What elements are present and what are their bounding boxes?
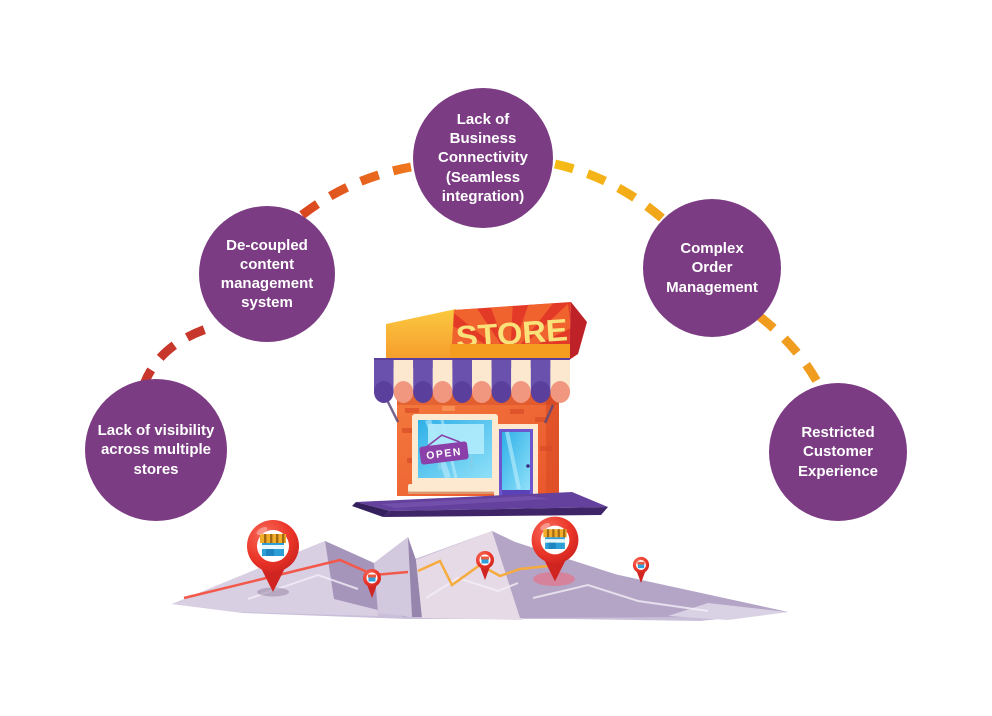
open-sign-text: OPEN bbox=[426, 446, 463, 462]
arc-segment-right-lower bbox=[756, 312, 826, 392]
challenge-circle-customer-experience: Restricted Customer Experience bbox=[769, 383, 907, 521]
location-pin-small-3 bbox=[632, 556, 650, 583]
challenge-label: De-coupled content management system bbox=[220, 236, 314, 312]
door-knob bbox=[526, 464, 530, 468]
challenge-label: Lack of Business Connectivity (Seamless … bbox=[437, 111, 528, 205]
location-pin-store-2 bbox=[531, 516, 579, 582]
location-pin-store-1 bbox=[247, 520, 299, 592]
challenge-circle-visibility: Lack of visibility across multiple store… bbox=[85, 379, 227, 521]
arc-segment-right-upper bbox=[554, 159, 666, 223]
challenge-circle-business-connectivity: Lack of Business Connectivity (Seamless … bbox=[413, 88, 553, 228]
open-sign: OPEN bbox=[419, 434, 469, 465]
location-pin-small-2 bbox=[476, 551, 494, 580]
challenge-circle-order-management: Complex Order Management bbox=[643, 199, 781, 337]
store-platform bbox=[352, 492, 608, 517]
challenge-label: Complex Order Management bbox=[666, 240, 758, 296]
store-awning bbox=[374, 358, 570, 403]
map-illustration bbox=[172, 516, 788, 621]
location-pin-small-1 bbox=[363, 569, 381, 598]
store-door bbox=[494, 424, 538, 500]
challenge-label: Lack of visibility across multiple store… bbox=[97, 422, 215, 478]
challenge-label: Restricted Customer Experience bbox=[797, 424, 879, 480]
map-route-red bbox=[183, 558, 409, 600]
store-roof-back bbox=[386, 309, 456, 368]
windowsill bbox=[408, 484, 502, 492]
arc-segment-left-lower bbox=[138, 322, 214, 389]
arc-segment-left-upper bbox=[299, 162, 412, 219]
challenge-circle-decoupled-cms: De-coupled content management system bbox=[199, 206, 335, 342]
folded-map bbox=[172, 531, 788, 621]
store-window: OPEN bbox=[408, 414, 502, 494]
store-illustration: STORE bbox=[352, 302, 608, 517]
store-glyph bbox=[543, 529, 567, 549]
awning-rods bbox=[385, 399, 555, 424]
store-glyph bbox=[260, 534, 286, 556]
